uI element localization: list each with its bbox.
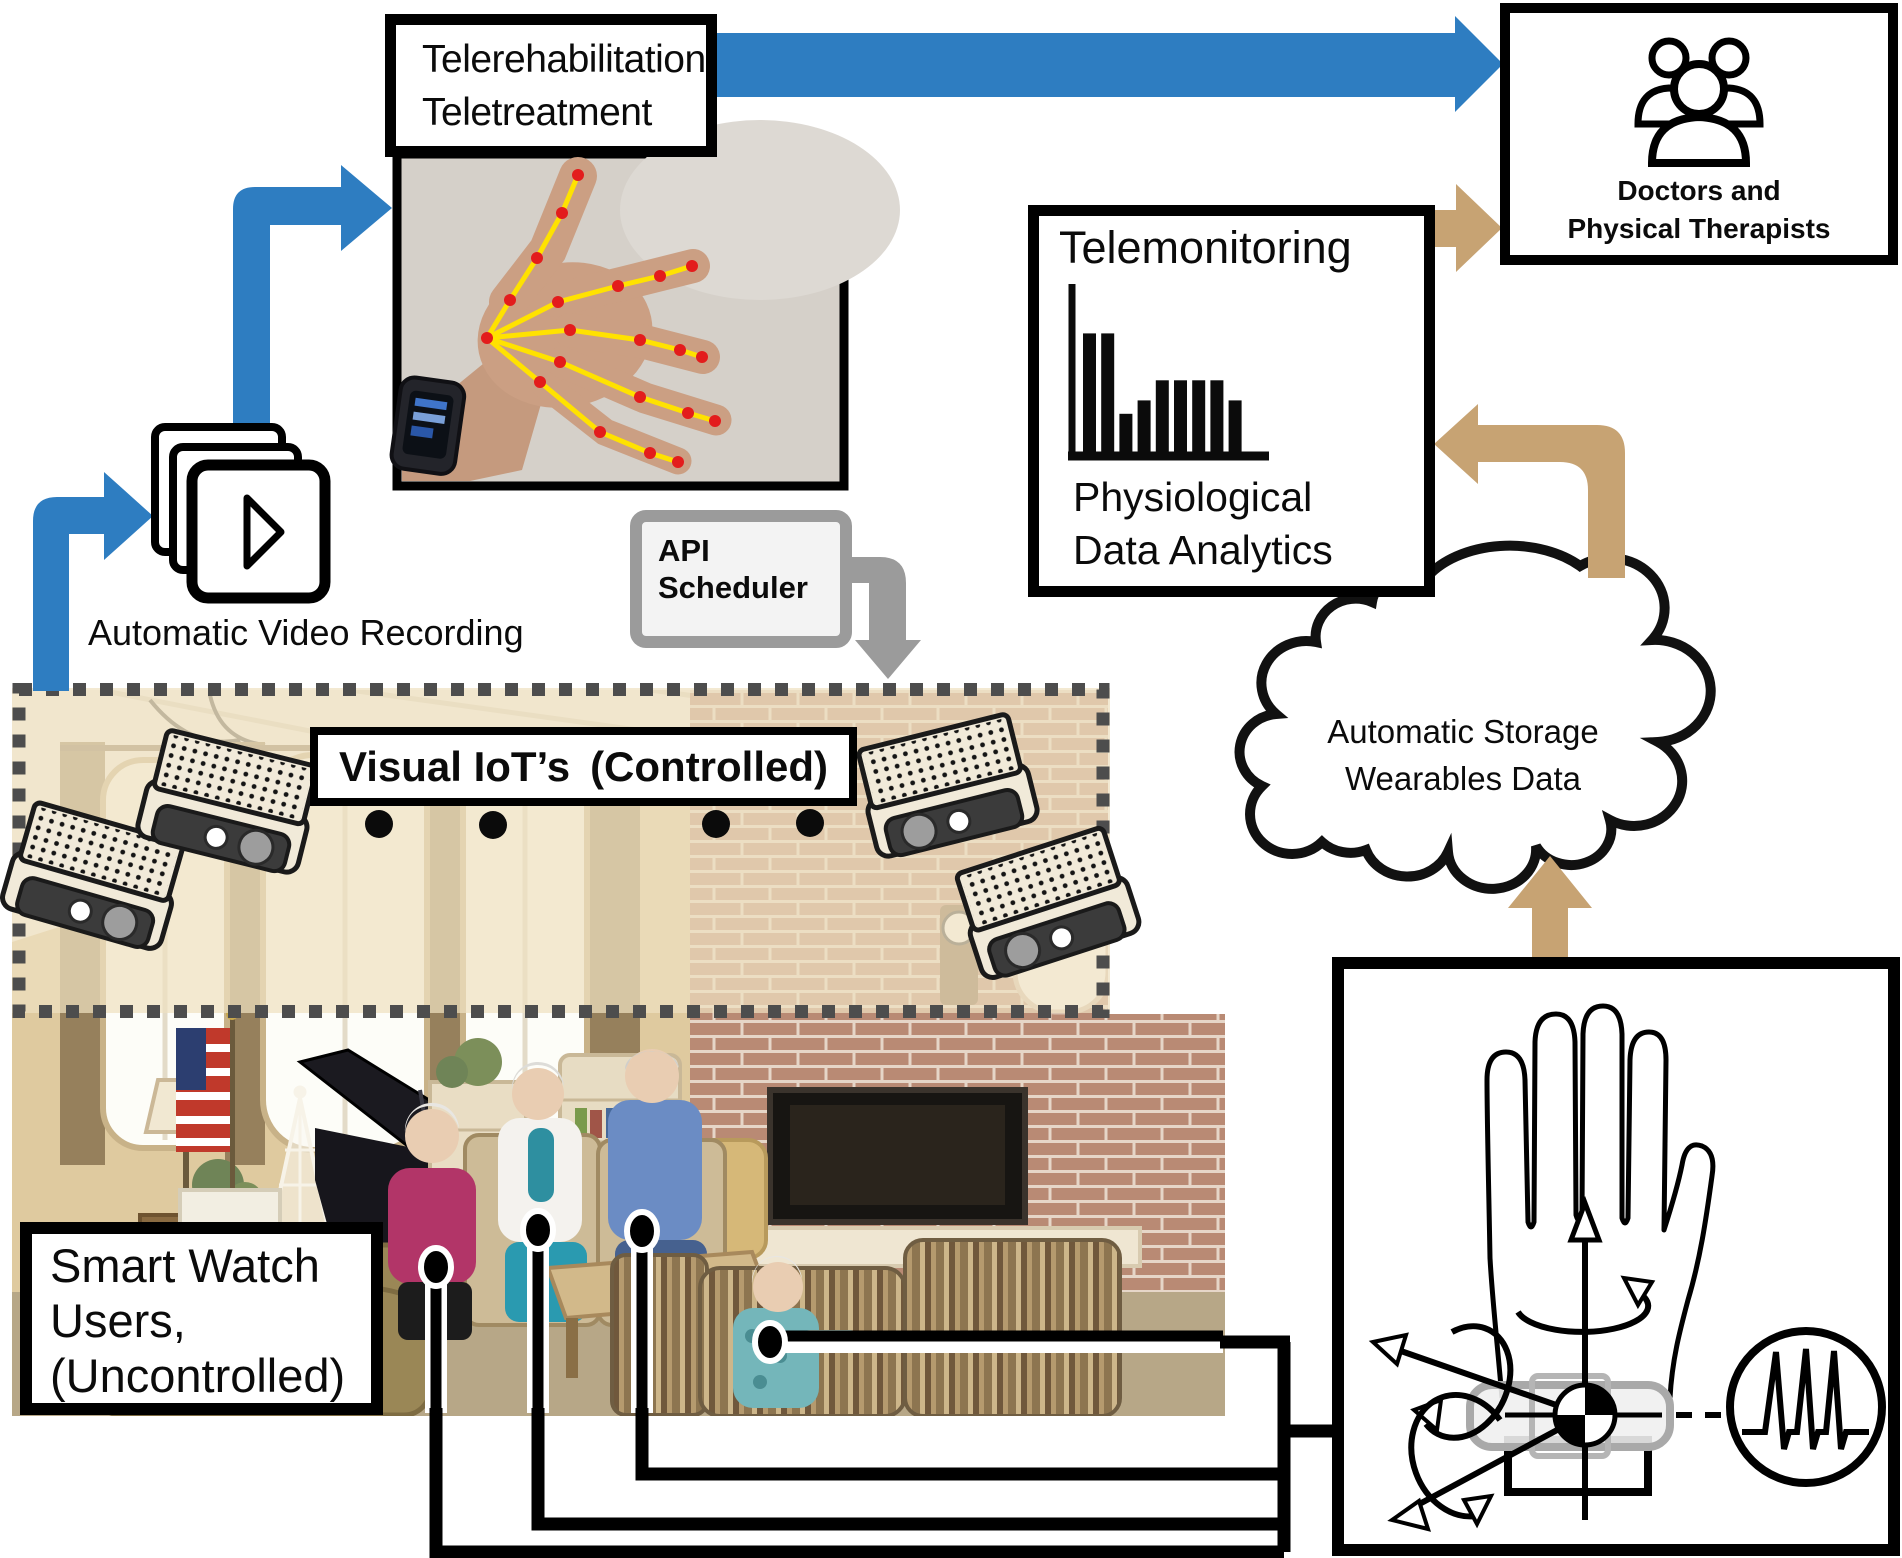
api-scheduler-box: API Scheduler (630, 510, 852, 648)
telemonitoring-caption2: Data Analytics (1073, 527, 1333, 573)
wearer-marker-dots (418, 1208, 788, 1364)
signal-waveform-icon (1726, 1327, 1886, 1487)
wearer-connector-lines (418, 1208, 1340, 1558)
video-frames-icon (151, 423, 331, 604)
visual-iot-part1: Visual IoT’s (338, 742, 571, 790)
cloud-shape (1234, 540, 1716, 894)
photo-cutout (1108, 688, 1228, 1014)
tan-arrow-telemonitoring-to-doctors (1432, 184, 1502, 272)
hand-tracking-image (389, 120, 900, 491)
api-line2: Scheduler (658, 570, 808, 605)
play-icon (243, 494, 285, 570)
visual-iot-part2: (Controlled) (590, 742, 829, 790)
doctors-box: Doctors and Physical Therapists (1500, 3, 1898, 265)
telemonitoring-box: Telemonitoring Physiological Data Analyt… (1028, 205, 1435, 597)
imu-axes (1368, 1195, 1662, 1532)
hand-keypoints (481, 169, 721, 468)
blue-arrow-telerehab-to-doctors (717, 16, 1503, 112)
ceiling-sensor-dots (365, 809, 824, 839)
doctors-group-icon (1634, 37, 1764, 167)
api-line1: API (658, 533, 710, 568)
smartwatch-line3: (Uncontrolled) (50, 1349, 346, 1402)
telemonitoring-caption1: Physiological (1073, 474, 1313, 520)
center-of-mass-symbol (1552, 1382, 1618, 1448)
automatic-video-recording-label: Automatic Video Recording (88, 612, 524, 653)
smartwatch-line1: Smart Watch (50, 1239, 320, 1292)
striped-chair (610, 1253, 709, 1416)
bar-chart-icon (1068, 284, 1269, 461)
smartwatch-line2: Users, (50, 1294, 186, 1347)
blue-arrow-recording-to-telerehab (233, 165, 392, 427)
cloud-line1: Automatic Storage (1327, 713, 1599, 750)
cloud-line2: Wearables Data (1344, 760, 1581, 797)
arrows (33, 16, 1625, 965)
visual-iot-label: Visual IoT’s (Controlled) (310, 727, 857, 806)
telerehab-line1: Telerehabilitation (422, 38, 706, 81)
hand-outline (1484, 1003, 1716, 1399)
doctors-line1: Doctors and (1617, 175, 1781, 206)
doctors-line2: Physical Therapists (1567, 213, 1831, 244)
tan-arrow-wearable-to-cloud (1508, 856, 1592, 965)
smart-watch-users-box: Smart Watch Users, (Uncontrolled) (20, 1222, 383, 1415)
person-pink (388, 1102, 476, 1340)
telerehab-line2: Teletreatment (422, 91, 652, 134)
gray-arrow-api-to-room (852, 557, 921, 679)
us-flag (176, 1008, 238, 1235)
telerehabilitation-box: Telerehabilitation Teletreatment (385, 14, 717, 157)
striped-wing-chair (903, 1238, 1122, 1416)
wearable-sensor-box (1332, 957, 1900, 1556)
blue-arrow-room-to-recording (33, 472, 153, 691)
cloud-label: Automatic Storage Wearables Data (1293, 708, 1633, 802)
tan-arrow-cloud-to-telemonitoring (1434, 404, 1625, 578)
telemonitoring-title: Telemonitoring (1059, 222, 1352, 273)
smartwatch-on-wrist (389, 375, 467, 476)
